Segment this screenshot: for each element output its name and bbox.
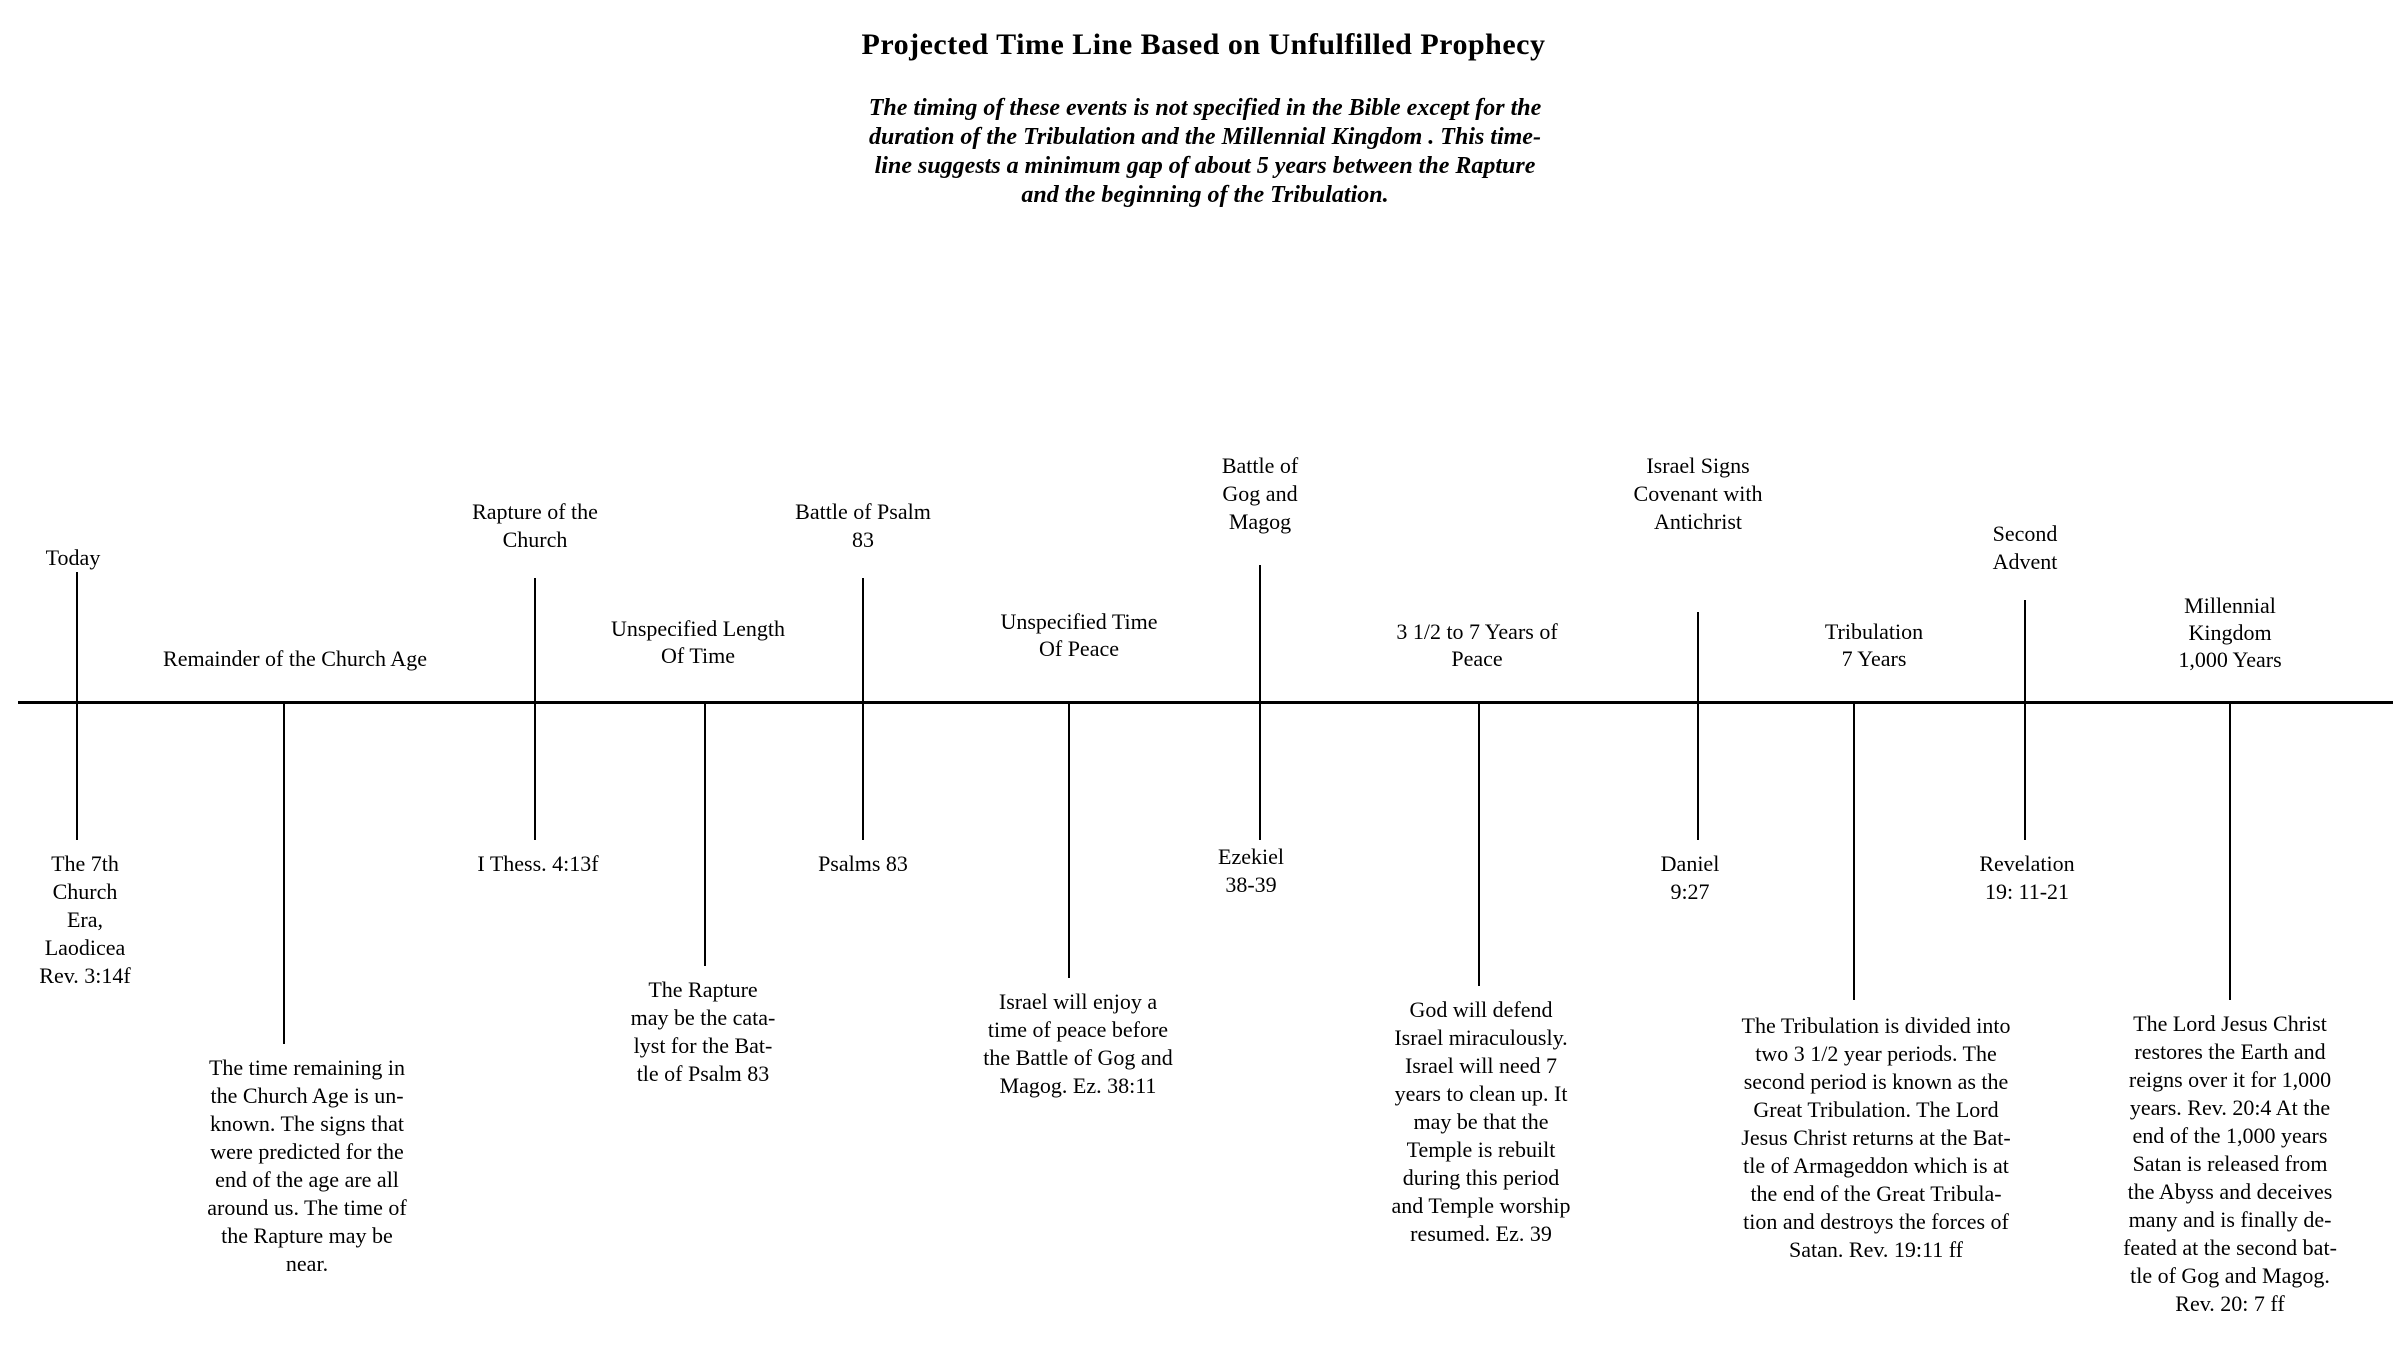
note-tick-catalyst — [704, 703, 706, 966]
period-label-unspecified-length: Unspecified Length Of Time — [610, 616, 786, 668]
event-reference-today: The 7th Church Era, Laodicea Rev. 3:14f — [39, 851, 131, 988]
note-tick-millennial — [2229, 703, 2231, 1000]
event-reference-second-advent: Revelation 19: 11-21 — [1979, 851, 2075, 904]
event-tick-second-advent — [2024, 600, 2026, 840]
note-tick-tribulation — [1853, 703, 1855, 1000]
period-label-tribulation: Tribulation 7 Years — [1824, 619, 1924, 671]
event-reference-psalm83: Psalms 83 — [818, 851, 908, 876]
event-label-today: Today — [45, 545, 101, 570]
event-tick-gog-magog — [1259, 565, 1261, 840]
note-tribulation: The Tribulation is divided into two 3 1/… — [1741, 1013, 2011, 1262]
period-label-millennial-kingdom: Millennial Kingdom 1,000 Years — [2178, 593, 2282, 672]
note-defend: God will defend Israel miraculously. Isr… — [1391, 997, 1571, 1246]
note-church-age: The time remaining in the Church Age is … — [207, 1055, 407, 1276]
note-millennial: The Lord Jesus Christ restores the Earth… — [2123, 1011, 2337, 1316]
period-label-unspecified-peace: Unspecified Time Of Peace — [1000, 609, 1158, 661]
period-label-years-of-peace: 3 1/2 to 7 Years of Peace — [1396, 619, 1558, 671]
event-tick-rapture — [534, 578, 536, 840]
event-reference-gog-magog: Ezekiel 38-39 — [1218, 844, 1284, 897]
note-tick-defend — [1478, 703, 1480, 986]
timeline-axis — [18, 701, 2393, 704]
page-subtitle: The timing of these events is not specif… — [868, 95, 1542, 208]
event-reference-rapture: I Thess. 4:13f — [477, 851, 599, 876]
event-label-covenant: Israel Signs Covenant with Antichrist — [1633, 453, 1763, 534]
note-catalyst: The Rapture may be the cata- lyst for th… — [630, 977, 776, 1086]
event-tick-covenant — [1697, 612, 1699, 840]
event-tick-today — [76, 572, 78, 840]
event-label-rapture: Rapture of the Church — [472, 499, 598, 552]
note-tick-peace — [1068, 703, 1070, 978]
note-tick-church-age — [283, 703, 285, 1044]
event-label-gog-magog: Battle of Gog and Magog — [1221, 453, 1299, 534]
note-peace: Israel will enjoy a time of peace before… — [983, 989, 1173, 1098]
event-label-second-advent: Second Advent — [1992, 521, 2058, 574]
event-tick-psalm83 — [862, 578, 864, 840]
period-label-church-age: Remainder of the Church Age — [163, 646, 427, 671]
event-reference-covenant: Daniel 9:27 — [1660, 851, 1720, 904]
page-title: Projected Time Line Based on Unfulfilled… — [861, 28, 1546, 61]
event-label-psalm83: Battle of Psalm 83 — [795, 499, 931, 552]
